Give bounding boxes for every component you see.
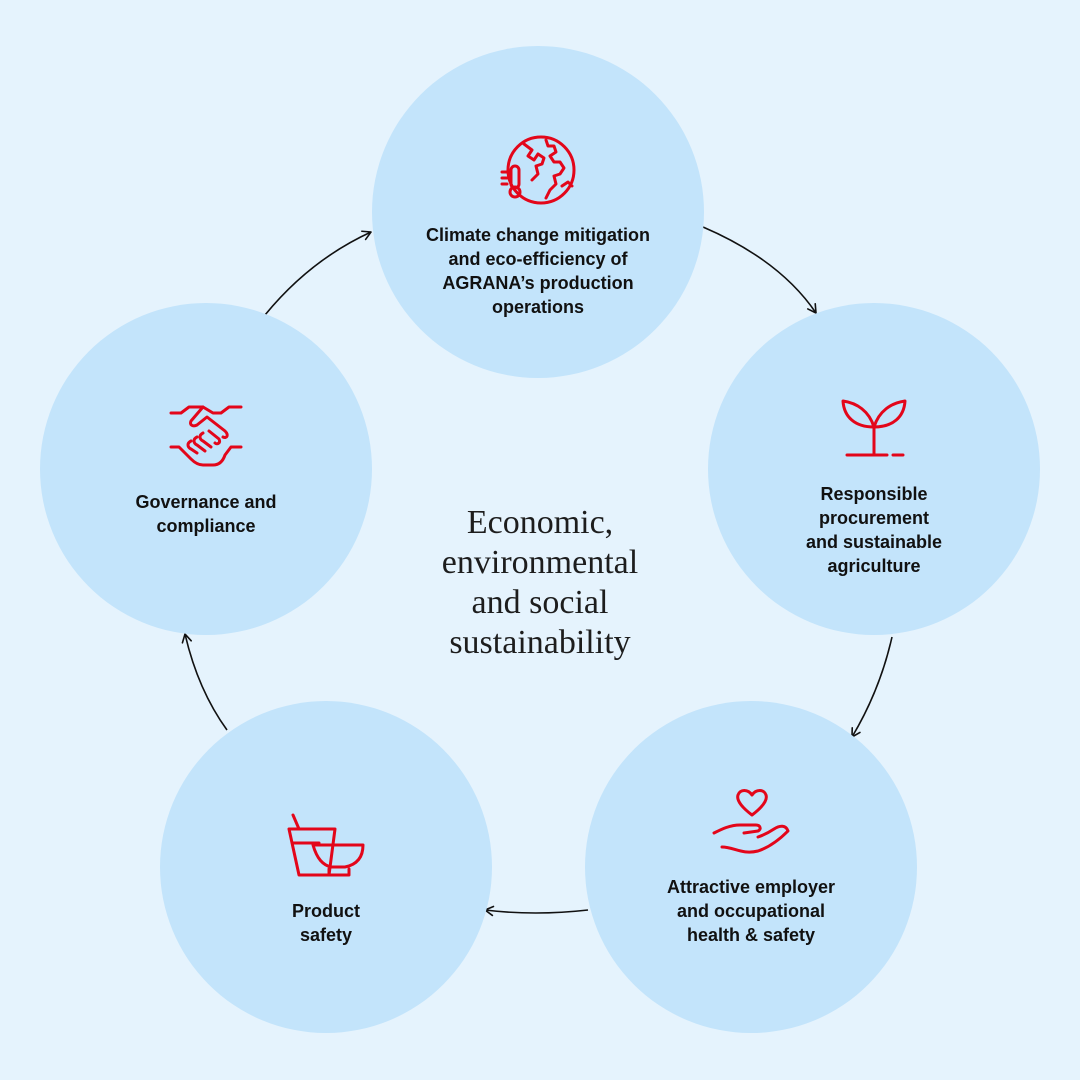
arrow-governance-to-climate [264, 230, 372, 316]
node-label: Climate change mitigation and eco-effici… [425, 225, 651, 317]
node-product-safety: Product safety [160, 701, 492, 1033]
node-label: Attractive employer and occupational hea… [666, 877, 836, 945]
handshake-icon [169, 403, 243, 474]
node-label: Governance and compliance [135, 492, 277, 536]
globe-thermometer-icon [498, 132, 578, 213]
heart-in-hand-icon [708, 785, 794, 866]
center-title: Economic, environmental and social susta… [441, 504, 639, 661]
node-label: Responsible procurement and sustainable … [805, 484, 943, 576]
arrow-employer-to-product [484, 905, 589, 917]
arrow-product-to-governance [181, 633, 228, 731]
arrow-procurement-to-employer [851, 636, 893, 738]
food-containers-icon [283, 807, 369, 884]
node-responsible-procurement: Responsible procurement and sustainable … [708, 303, 1040, 635]
node-label: Product safety [291, 901, 360, 945]
node-attractive-employer: Attractive employer and occupational hea… [585, 701, 917, 1033]
node-governance: Governance and compliance [40, 303, 372, 635]
sprout-icon [839, 393, 909, 468]
node-climate-change: Climate change mitigation and eco-effici… [372, 46, 704, 378]
arrow-climate-to-procurement [702, 226, 817, 314]
